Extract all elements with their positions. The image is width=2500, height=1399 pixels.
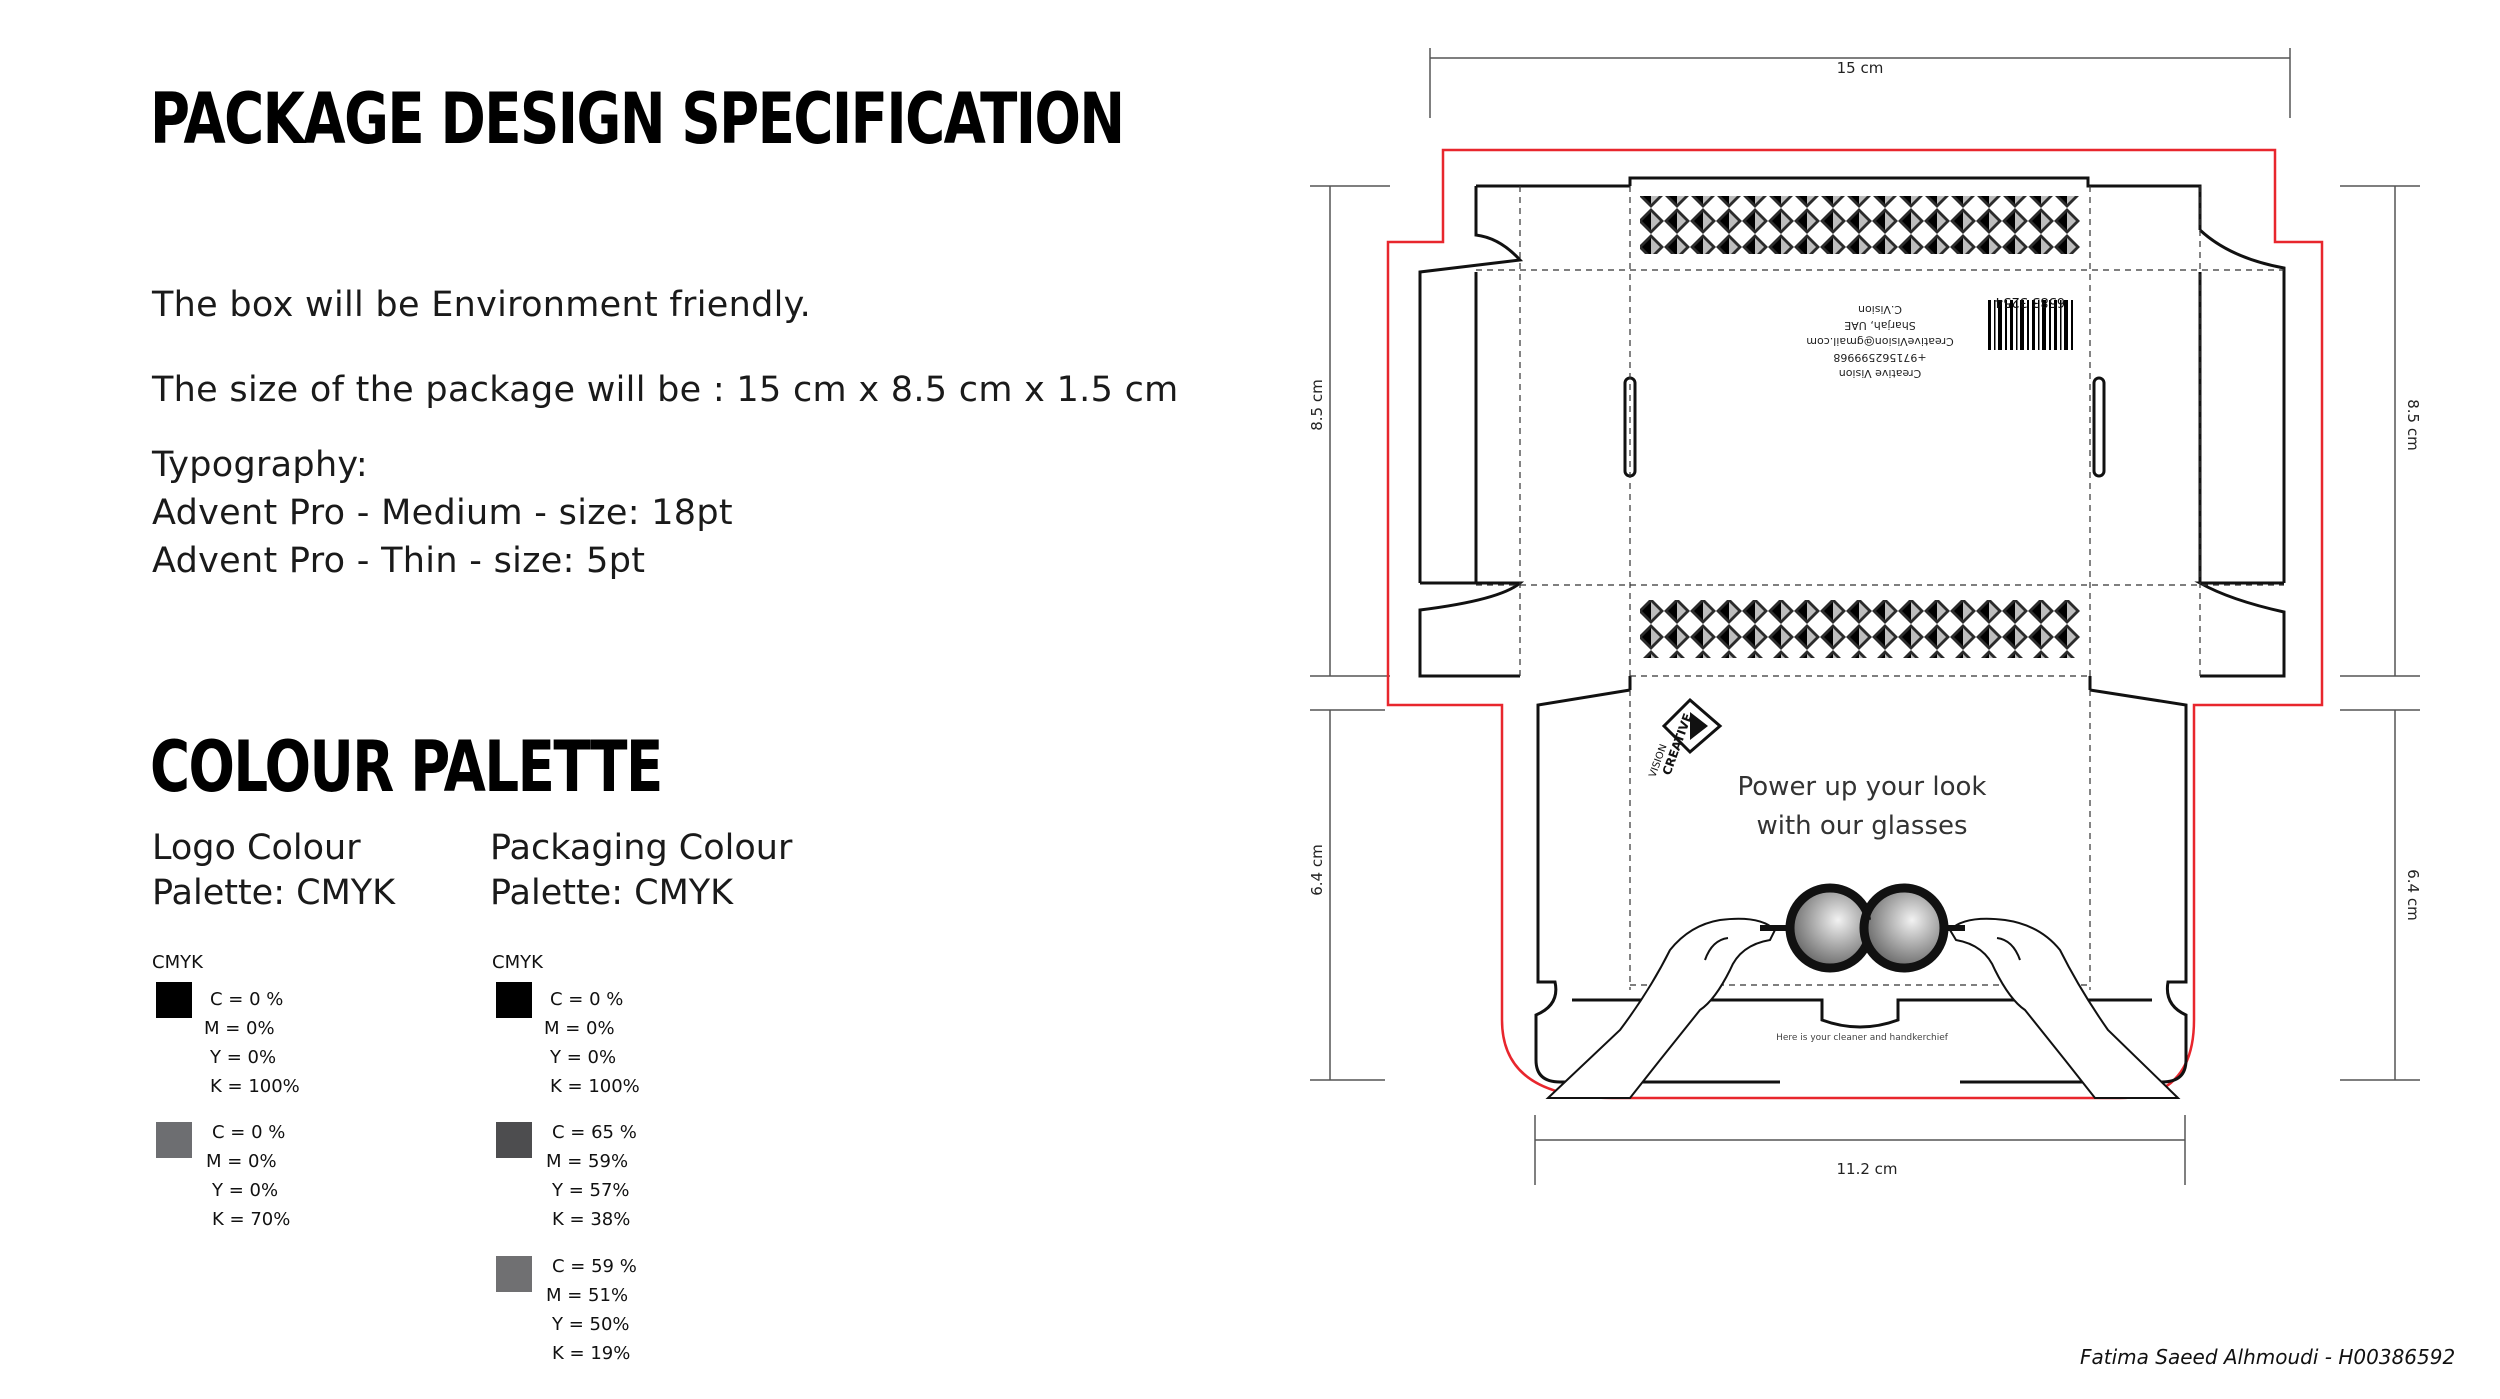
typography-font-thin: Advent Pro - Thin - size: 5pt	[152, 541, 646, 581]
pkg-mid-m: M = 51%	[546, 1285, 629, 1306]
pkg-black-c: C = 0 %	[550, 989, 624, 1010]
address-line-5: C.Vision	[1858, 303, 1902, 316]
dim-top-label: 15 cm	[1837, 59, 1884, 77]
logo-black-k: K = 100%	[210, 1076, 300, 1097]
barcode	[1988, 300, 2073, 350]
creative-vision-logo: CREATIVE VISION	[1647, 697, 1723, 779]
logo-grey-c: C = 0 %	[212, 1122, 286, 1143]
address-line-4: Sharjah, UAE	[1844, 319, 1916, 332]
packaging-cmyk-label: CMYK	[492, 952, 543, 973]
packaging-swatch-dark-grey-values: C = 65 % M = 59% Y = 57% K = 38%	[546, 1118, 637, 1234]
logo-text-creative: CREATIVE	[1660, 711, 1695, 777]
logo-swatch-grey-values: C = 0 % M = 0% Y = 0% K = 70%	[206, 1118, 291, 1234]
author-footer: Fatima Saeed Alhmoudi - H00386592	[2080, 1345, 2456, 1369]
logo-palette-heading-line2: Palette: CMYK	[152, 873, 396, 913]
pkg-mid-c: C = 59 %	[552, 1256, 637, 1277]
dim-left-upper-label: 8.5 cm	[1308, 379, 1326, 430]
logo-palette-heading: Logo Colour Palette: CMYK	[152, 826, 395, 916]
logo-cmyk-label: CMYK	[152, 952, 203, 973]
logo-swatch-grey	[156, 1122, 192, 1158]
logo-grey-k: K = 70%	[212, 1209, 291, 1230]
address-line-3: CreativeVision@gmail.com	[1806, 335, 1954, 348]
pkg-black-m: M = 0%	[544, 1018, 615, 1039]
cleaner-note: Here is your cleaner and handkerchief	[1776, 1033, 1949, 1043]
logo-grey-y: Y = 0%	[212, 1180, 279, 1201]
pkg-black-y: Y = 0%	[550, 1047, 617, 1068]
pkg-dark-m: M = 59%	[546, 1151, 629, 1172]
glasses-illustration	[1760, 883, 1965, 973]
pkg-mid-k: K = 19%	[552, 1343, 631, 1364]
pkg-black-k: K = 100%	[550, 1076, 640, 1097]
page-title: Package Design Specification	[150, 78, 1125, 160]
hands-illustration	[1545, 917, 2181, 1099]
box-structure	[1418, 176, 2286, 1084]
dim-right-lower-label: 6.4 cm	[2404, 869, 2422, 920]
logo-black-m: M = 0%	[204, 1018, 275, 1039]
barcode-number: 6583 3254	[1995, 294, 2065, 309]
packaging-swatch-dark-grey	[496, 1122, 532, 1158]
spec-environment: The box will be Environment friendly.	[152, 285, 812, 325]
packaging-swatch-mid-grey	[496, 1256, 532, 1292]
address-block: Creative Vision +971562599968 CreativeVi…	[1806, 303, 1954, 380]
pkg-mid-y: Y = 50%	[552, 1314, 630, 1335]
packaging-palette-heading-line2: Palette: CMYK	[490, 873, 734, 913]
logo-grey-m: M = 0%	[206, 1151, 277, 1172]
packaging-swatch-mid-grey-values: C = 59 % M = 51% Y = 50% K = 19%	[546, 1252, 637, 1368]
logo-swatch-black-values: C = 0 % M = 0% Y = 0% K = 100%	[204, 985, 300, 1101]
slogan-line1: Power up your look	[1738, 772, 1987, 802]
typography-font-medium: Advent Pro - Medium - size: 18pt	[152, 493, 733, 533]
logo-black-c: C = 0 %	[210, 989, 284, 1010]
pkg-dark-y: Y = 57%	[552, 1180, 630, 1201]
address-line-1: Creative Vision	[1839, 367, 1921, 380]
logo-black-y: Y = 0%	[210, 1047, 277, 1068]
packaging-swatch-black	[496, 982, 532, 1018]
packaging-swatch-black-values: C = 0 % M = 0% Y = 0% K = 100%	[544, 985, 640, 1101]
spec-size: The size of the package will be : 15 cm …	[152, 370, 1179, 410]
dim-bottom-label: 11.2 cm	[1836, 1160, 1897, 1178]
packaging-palette-heading-line1: Packaging Colour	[490, 828, 793, 868]
typography-heading: Typography:	[152, 445, 368, 485]
pattern-band-top	[1640, 196, 2080, 254]
pkg-dark-c: C = 65 %	[552, 1122, 637, 1143]
dimension-lines	[1310, 48, 2420, 1185]
address-line-2: +971562599968	[1833, 351, 1926, 364]
logo-swatch-black	[156, 982, 192, 1018]
fold-lines	[1476, 186, 2284, 990]
pattern-band-bottom	[1640, 600, 2080, 658]
pkg-dark-k: K = 38%	[552, 1209, 631, 1230]
dim-right-upper-label: 8.5 cm	[2404, 399, 2422, 450]
slogan-line2: with our glasses	[1756, 811, 1967, 841]
packaging-palette-heading: Packaging Colour Palette: CMYK	[490, 826, 792, 916]
dim-left-lower-label: 6.4 cm	[1308, 844, 1326, 895]
logo-palette-heading-line1: Logo Colour	[152, 828, 361, 868]
colour-palette-title: Colour Palette	[150, 726, 663, 808]
